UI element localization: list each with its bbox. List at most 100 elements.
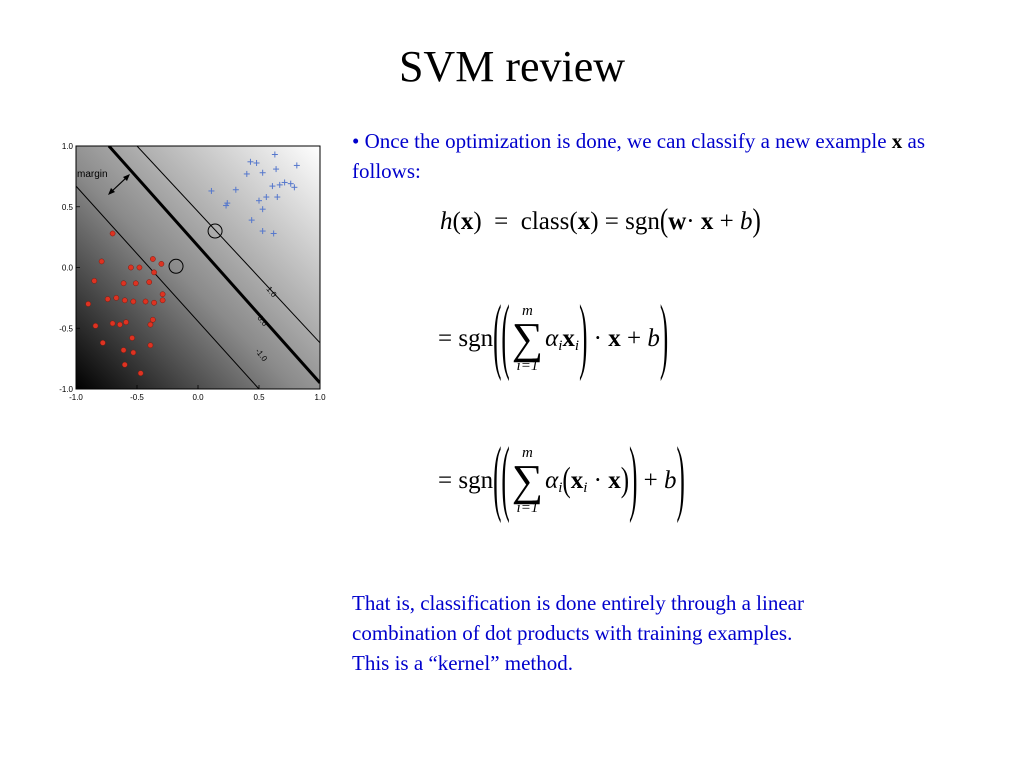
boundary-line [107,146,320,384]
eq1-x: x [460,208,474,235]
eq1-class-x: x [577,208,591,235]
positive-point [269,183,276,190]
eq1-plus: + [719,208,734,235]
eq3-dot: · [593,467,602,494]
negative-point [85,301,92,307]
eq3-b: b [664,467,677,494]
positive-point [276,181,283,188]
x-tick-label: -0.5 [130,393,144,402]
positive-point [259,206,266,213]
margin-annotation: margin [77,169,130,195]
eq1-class: class( [520,208,578,235]
margin-arrowhead-upper [123,174,130,181]
negative-point [121,361,128,368]
negative-point [136,264,143,271]
eq2-inner-open: ( [501,291,510,384]
positive-point [270,230,277,237]
positive-point [293,162,300,169]
negative-point [132,280,139,287]
eq2-x-sub: i [574,337,580,354]
negative-point [142,298,149,305]
x-tick-label: 1.0 [314,393,326,402]
eq2-x: x [562,325,575,352]
eq1-h: h [440,208,453,235]
negative-point [117,321,123,328]
bullet-bold-x: x [891,129,903,153]
positive-point [273,166,280,173]
negative-point [159,291,166,298]
closing-line-1: That is, classification is done entirely… [352,591,804,615]
eq3-outer-close: ) [676,433,685,526]
positive-point [256,197,262,204]
positive-point [287,180,294,187]
eq2-sgn: sgn [458,325,494,352]
negative-point [151,299,157,306]
eq1-class-close: ) [590,208,599,235]
eq3-alpha-sub: i [558,479,563,496]
closing-line-3: This is a “kernel” method. [352,651,574,675]
negative-point [91,278,98,284]
eq3-equals: = [438,467,453,494]
eq1-dot: · [686,208,695,235]
negative-point [129,335,135,341]
eq3-sum: m ∑ i=1 [512,446,543,516]
x-tick-label: -1.0 [69,393,83,402]
negative-point [120,347,127,353]
eq1-rparen: ) [473,208,482,235]
eq2-equals: = [438,325,453,352]
negative-point [158,261,165,267]
eq3-dot-open: ( [562,461,571,500]
eq2-alpha-sub: i [558,337,563,354]
positive-point [243,170,250,177]
equation-1: h(x) = class(x) = sgn(w· x + b) [440,204,761,239]
negative-point [113,295,120,301]
y-tick-label: 0.0 [62,264,74,273]
positive-point [248,217,255,224]
eq1-w: w [668,208,687,235]
positive-point [274,194,281,201]
negative-point [130,298,137,305]
negative-point [92,322,99,329]
negative-point [137,370,144,377]
positive-point [263,194,270,201]
positive-point [247,158,254,165]
negative-point [104,296,111,302]
eq3-dot-close: ) [620,461,630,500]
eq1-sgn: sgn [625,208,660,235]
negative-point [150,256,156,262]
closing-line-2: combination of dot products with trainin… [352,621,793,645]
eq1-equals: = [494,208,509,235]
eq3-x2: x [608,467,621,494]
positive-point [253,160,260,167]
eq2-alpha: α [545,325,559,352]
eq2-dot: · [593,325,602,352]
eq1-equals-2: = [604,208,619,235]
negative-point [109,320,116,327]
eq2-outer-open: ( [493,291,502,384]
positive-point [291,184,298,191]
negative-point [130,349,137,356]
bullet-marker: • [352,129,360,153]
eq2-outer-close: ) [659,291,669,384]
support-vector-circle [207,223,223,239]
eq2-x2: x [608,325,621,352]
negative-point [150,316,156,323]
margin-label: margin [77,169,108,180]
eq3-sgn: sgn [458,467,494,494]
positive-point [271,151,278,158]
slide-title: SVM review [398,42,626,91]
positive-point [259,228,266,235]
eq2-plus: + [627,325,642,352]
positive-point [281,179,288,186]
x-tick-label: 0.0 [192,393,204,402]
bullet-text: • Once the optimization is done, we can … [352,126,942,186]
negative-point [147,321,154,328]
y-tick-label: -1.0 [59,385,73,394]
eq2-sigma: ∑ [511,314,544,363]
negative-point [109,230,116,237]
negative-point [121,297,128,304]
eq2-inner-close: ) [579,291,588,384]
positive-point [208,187,215,194]
y-tick-label: -0.5 [59,324,73,333]
